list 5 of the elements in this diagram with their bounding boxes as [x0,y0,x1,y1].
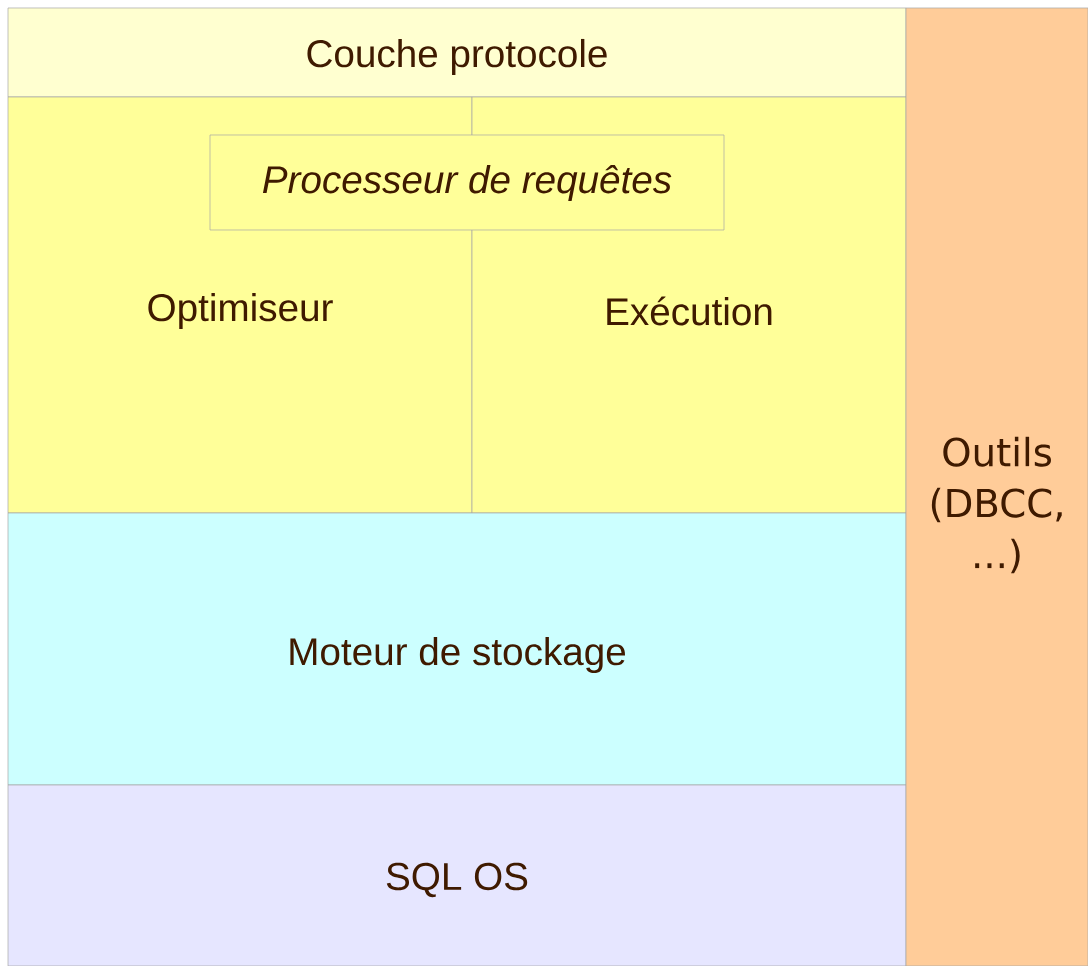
title-box: Processeur de requêtes [209,134,725,231]
side-column: Outils (DBCC, ...) [905,7,1088,966]
layer-band: Moteur de stockage [7,512,907,786]
layer-band: SQL OS [7,784,907,966]
layer-band: Couche protocole [7,7,907,98]
